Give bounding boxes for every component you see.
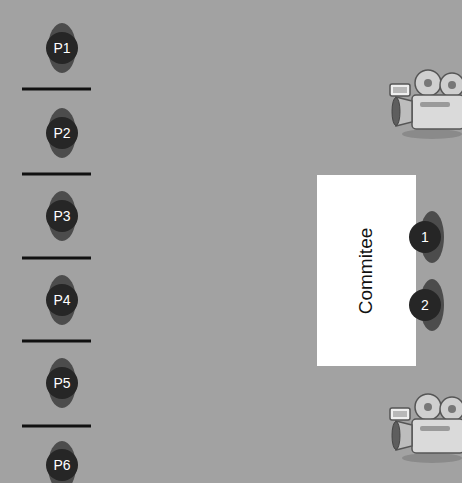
person-label: P4: [53, 292, 70, 308]
person-marker: P5: [46, 367, 78, 399]
person-label: P3: [53, 208, 70, 224]
person-marker: P4: [46, 284, 78, 316]
person-marker: P1: [46, 32, 78, 64]
person-bodies: [48, 23, 444, 483]
camera-icon: [390, 70, 462, 139]
person-label: P2: [53, 125, 70, 141]
separator-lines: [22, 89, 91, 426]
table-label: Commitee: [355, 227, 377, 314]
person-marker: 1: [409, 221, 441, 253]
person-marker: P2: [46, 117, 78, 149]
person-marker: P6: [46, 449, 78, 481]
person-label: P1: [53, 40, 70, 56]
person-label: 1: [421, 229, 429, 245]
person-label: P5: [53, 375, 70, 391]
person-marker: 2: [409, 289, 441, 321]
camera-icon: [390, 394, 462, 463]
person-marker: P3: [46, 200, 78, 232]
person-label: P6: [53, 457, 70, 473]
committee-table: Commitee: [317, 175, 416, 366]
person-label: 2: [421, 297, 429, 313]
